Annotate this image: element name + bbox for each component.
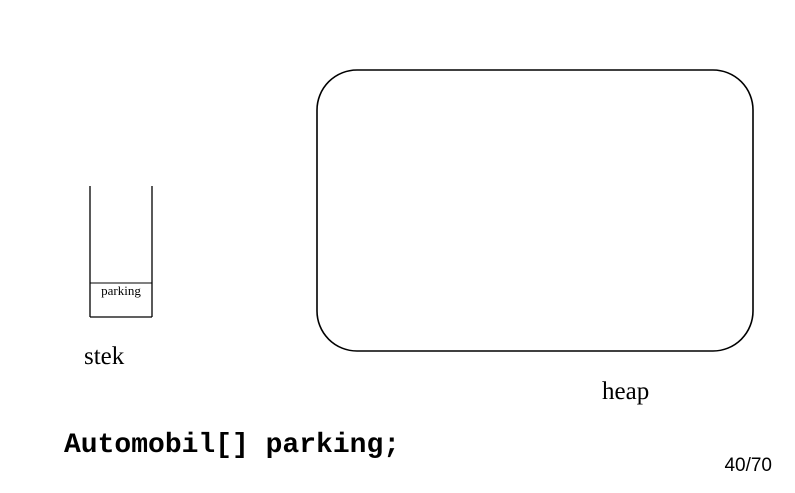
stack: parking stek [84, 186, 153, 370]
code-declaration: Automobil[] parking; [64, 430, 401, 461]
stack-slot-label: parking [101, 283, 141, 298]
heap-area [316, 69, 754, 352]
stack-label: stek [84, 343, 125, 370]
page-number: 40/70 [724, 455, 772, 476]
heap: heap [316, 69, 754, 405]
heap-label: heap [602, 378, 649, 405]
